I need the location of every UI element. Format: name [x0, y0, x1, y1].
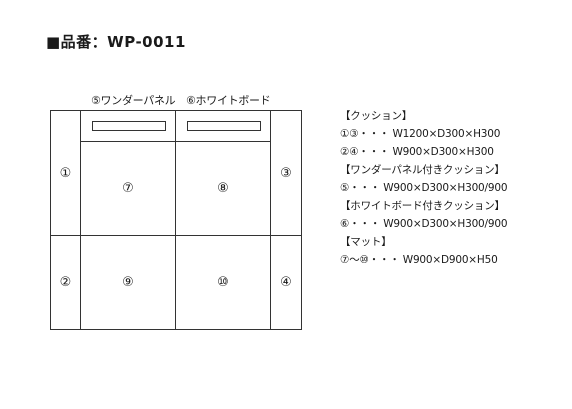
spec-cushion-2-4: ②④・・・ W900×D300×H300	[340, 146, 494, 158]
spec-wonder-panel: ⑤・・・ W900×D300×H300/900	[340, 182, 508, 194]
wonder-panel-slot	[92, 121, 166, 131]
mat-top-right: ⑧	[175, 141, 271, 236]
cushion-left-bottom: ②	[50, 235, 81, 330]
mat-top-left: ⑦	[80, 141, 176, 236]
spec-cushion-1-3: ①③・・・ W1200×D300×H300	[340, 128, 501, 140]
spec-mat: ⑦～⑩・・・ W900×D900×H50	[340, 254, 498, 266]
mat-bottom-left-label: ⑨	[122, 275, 134, 290]
cushion-left-bottom-label: ②	[59, 275, 72, 290]
cushion-right-bottom: ④	[270, 235, 302, 330]
mat-top-left-label: ⑦	[122, 181, 134, 196]
cushion-right-bottom-label: ④	[280, 275, 292, 290]
cushion-right-top: ③	[270, 110, 302, 236]
cushion-left-top: ①	[50, 110, 81, 236]
cushion-right-top-label: ③	[280, 165, 292, 181]
label-whiteboard: ⑥ホワイトボード	[186, 94, 271, 107]
mat-bottom-right-label: ⑩	[217, 275, 229, 290]
spec-list: 【クッション】 ①③・・・ W1200×D300×H300 ②④・・・ W900…	[340, 107, 508, 269]
spec-heading-cushion: 【クッション】	[340, 110, 413, 122]
mat-top-right-label: ⑧	[217, 181, 229, 196]
spec-heading-mat: 【マット】	[340, 236, 392, 248]
label-wonder-panel: ⑤ワンダーパネル	[91, 94, 176, 107]
mat-bottom-right: ⑩	[175, 235, 271, 330]
whiteboard-cushion	[175, 110, 271, 142]
mat-bottom-left: ⑨	[80, 235, 176, 330]
spec-heading-whiteboard: 【ホワイトボード付きクッション】	[340, 200, 505, 212]
spec-whiteboard: ⑥・・・ W900×D300×H300/900	[340, 218, 508, 230]
spec-heading-wonder-panel: 【ワンダーパネル付きクッション】	[340, 164, 505, 176]
whiteboard-slot	[187, 121, 261, 131]
product-title: ■品番：WP-0011	[46, 33, 186, 51]
wonder-panel-cushion	[80, 110, 176, 142]
cushion-left-top-label: ①	[59, 165, 72, 181]
